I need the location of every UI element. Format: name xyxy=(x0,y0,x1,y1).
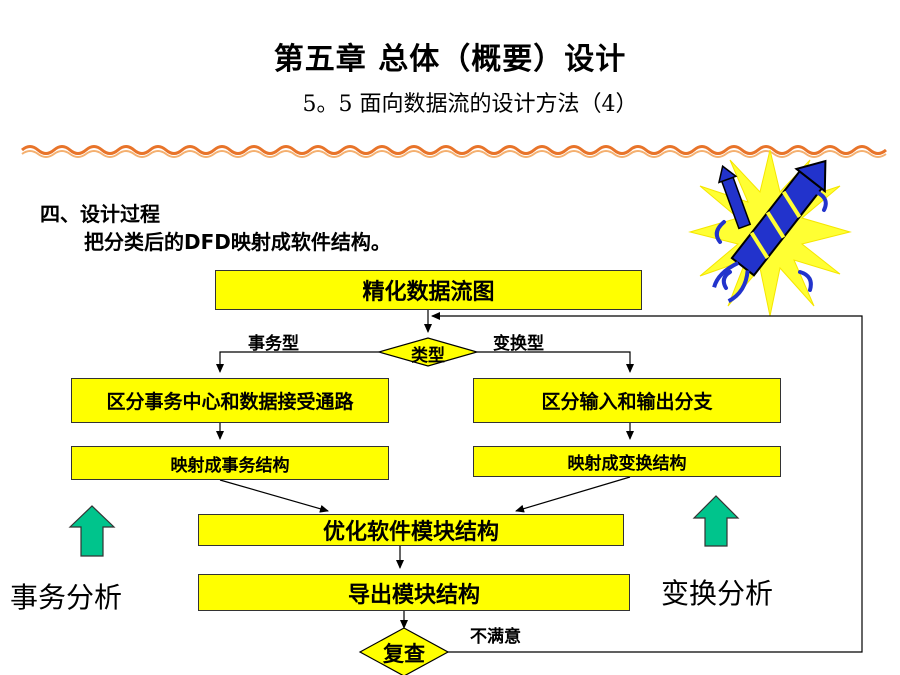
review-decision-diamond xyxy=(358,627,450,675)
type-decision-diamond xyxy=(376,337,480,367)
review-decision-label: 复查 xyxy=(383,642,425,666)
wavy-divider xyxy=(21,145,887,158)
split-io-box: 区分输入和输出分支 xyxy=(473,378,781,423)
page-title: 第五章 总体（概要）设计 xyxy=(273,42,627,77)
type-decision-label: 类型 xyxy=(411,346,445,366)
firework-clipart-icon xyxy=(688,149,852,317)
export-structure-box: 导出模块结构 xyxy=(198,574,630,611)
transaction-center-box: 区分事务中心和数据接受通路 xyxy=(71,378,389,423)
section-description: 把分类后的DFD映射成软件结构。 xyxy=(84,230,391,254)
design-process-section: 四、设计过程 把分类后的DFD映射成软件结构。 xyxy=(40,200,391,256)
page-subtitle: 5。5 面向数据流的设计方法（4） xyxy=(302,92,638,117)
map-transform-box: 映射成变换结构 xyxy=(473,446,781,477)
up-arrow-icon xyxy=(692,495,740,547)
unsatisfied-label: 不满意 xyxy=(470,627,521,647)
section-heading: 四、设计过程 xyxy=(40,202,160,226)
up-arrow-icon xyxy=(68,505,116,557)
transaction-analysis-label: 事务分析 xyxy=(10,581,123,614)
flow-connectors xyxy=(216,310,863,653)
optimize-structure-box: 优化软件模块结构 xyxy=(198,514,624,546)
transform-analysis-label: 变换分析 xyxy=(661,577,774,610)
branch-label-transform: 变换型 xyxy=(493,334,544,354)
branch-label-transaction: 事务型 xyxy=(248,334,299,354)
map-transaction-box: 映射成事务结构 xyxy=(71,446,389,480)
refine-dfd-box: 精化数据流图 xyxy=(215,270,642,310)
